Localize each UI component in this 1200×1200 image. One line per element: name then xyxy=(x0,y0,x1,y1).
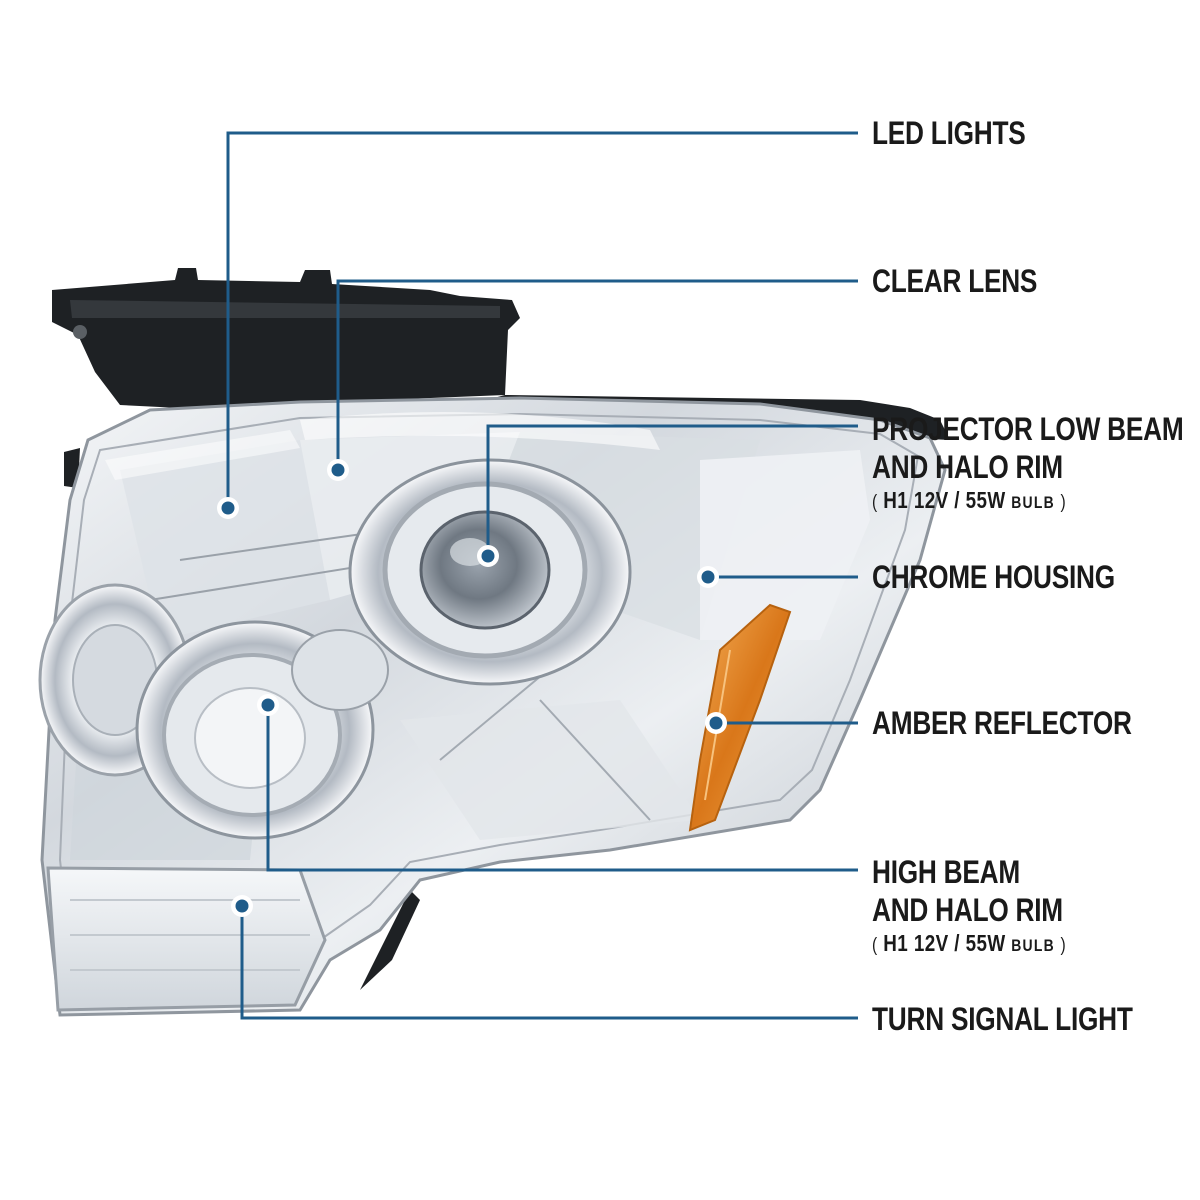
label-high-beam: HIGH BEAM AND HALO RIM ( H1 12V / 55W BU… xyxy=(872,853,1066,960)
label-amber-reflector: AMBER REFLECTOR xyxy=(872,704,1132,742)
label-turn-signal: TURN SIGNAL LIGHT xyxy=(872,1000,1133,1038)
spec-close-paren: ) xyxy=(1060,935,1067,956)
spec-close-paren: ) xyxy=(1060,492,1067,513)
label-high-beam-spec: ( H1 12V / 55W BULB ) xyxy=(872,929,1066,960)
label-turn-signal-title: TURN SIGNAL LIGHT xyxy=(872,1001,1133,1037)
clear-lens-highlight xyxy=(105,412,660,480)
leader-turn-signal xyxy=(240,906,858,1020)
spec-bulb-rating: H1 12V / 55W xyxy=(883,930,1006,956)
high-beam-halo xyxy=(135,620,389,840)
leader-high-beam xyxy=(266,705,858,872)
label-led-lights: LED LIGHTS xyxy=(872,114,1026,152)
label-clear-lens: CLEAR LENS xyxy=(872,262,1037,300)
label-projector-low-beam-line1: PROJECTOR LOW BEAM xyxy=(872,411,1184,447)
label-chrome-housing: CHROME HOUSING xyxy=(872,558,1115,596)
marker-clear-lens xyxy=(327,459,349,481)
leader-lines xyxy=(226,131,858,1020)
marker-chrome-housing xyxy=(697,566,719,588)
spec-bulb-unit: BULB xyxy=(1011,936,1055,955)
projector-low-beam xyxy=(348,458,632,686)
label-high-beam-line1: HIGH BEAM xyxy=(872,854,1020,890)
marker-projector-low-beam xyxy=(477,545,499,567)
spec-bulb-rating: H1 12V / 55W xyxy=(883,487,1006,513)
spec-open-paren: ( xyxy=(872,492,878,513)
marker-turn-signal xyxy=(231,895,253,917)
label-led-lights-title: LED LIGHTS xyxy=(872,115,1026,151)
label-projector-low-beam-spec: ( H1 12V / 55W BULB ) xyxy=(872,486,1183,517)
label-chrome-housing-title: CHROME HOUSING xyxy=(872,559,1115,595)
turn-signal-block xyxy=(46,866,327,1012)
spec-bulb-unit: BULB xyxy=(1011,493,1055,512)
label-clear-lens-title: CLEAR LENS xyxy=(872,263,1038,299)
label-projector-low-beam-line2: AND HALO RIM xyxy=(872,449,1063,485)
leader-projector-low-beam xyxy=(486,424,858,556)
label-high-beam-line2: AND HALO RIM xyxy=(872,892,1063,928)
spec-open-paren: ( xyxy=(872,935,878,956)
leader-clear-lens xyxy=(336,279,858,470)
marker-high-beam xyxy=(257,694,279,716)
marker-amber-reflector xyxy=(705,712,727,734)
marker-led-lights xyxy=(217,497,239,519)
label-projector-low-beam: PROJECTOR LOW BEAM AND HALO RIM ( H1 12V… xyxy=(872,410,1184,517)
callout-markers xyxy=(217,459,727,917)
label-amber-reflector-title: AMBER REFLECTOR xyxy=(872,705,1132,741)
leader-led-lights xyxy=(226,131,858,508)
